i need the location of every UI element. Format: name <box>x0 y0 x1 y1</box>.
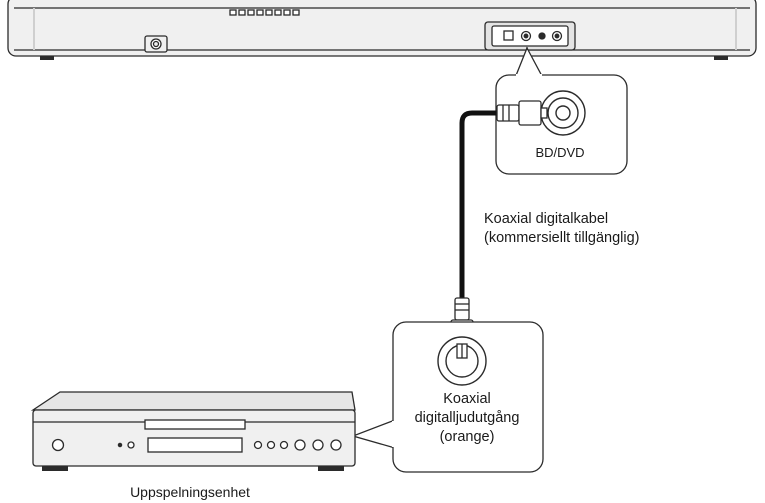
coaxial-output-line2: digitalljudutgång <box>414 410 520 426</box>
cable-label-line1: Koaxial digitalkabel <box>484 211 609 227</box>
coaxial-jack-icon <box>437 336 487 386</box>
bd-dvd-label: BD/DVD <box>535 145 585 160</box>
callout-player-jack <box>350 321 544 473</box>
soundbar-icon <box>7 0 757 60</box>
coaxial-output-line1: Koaxial <box>443 391 491 407</box>
playback-device-label: Uppspelningsenhet <box>130 484 250 500</box>
bd-player-icon <box>30 391 356 471</box>
cable-label: Koaxial digitalkabel (kommersiellt tillg… <box>484 210 754 248</box>
coaxial-output-label: Koaxial digitalljudutgång (orange) <box>392 390 542 447</box>
coaxial-output-line3: (orange) <box>439 429 495 445</box>
cable-label-line2: (kommersiellt tillgänglig) <box>484 230 640 246</box>
